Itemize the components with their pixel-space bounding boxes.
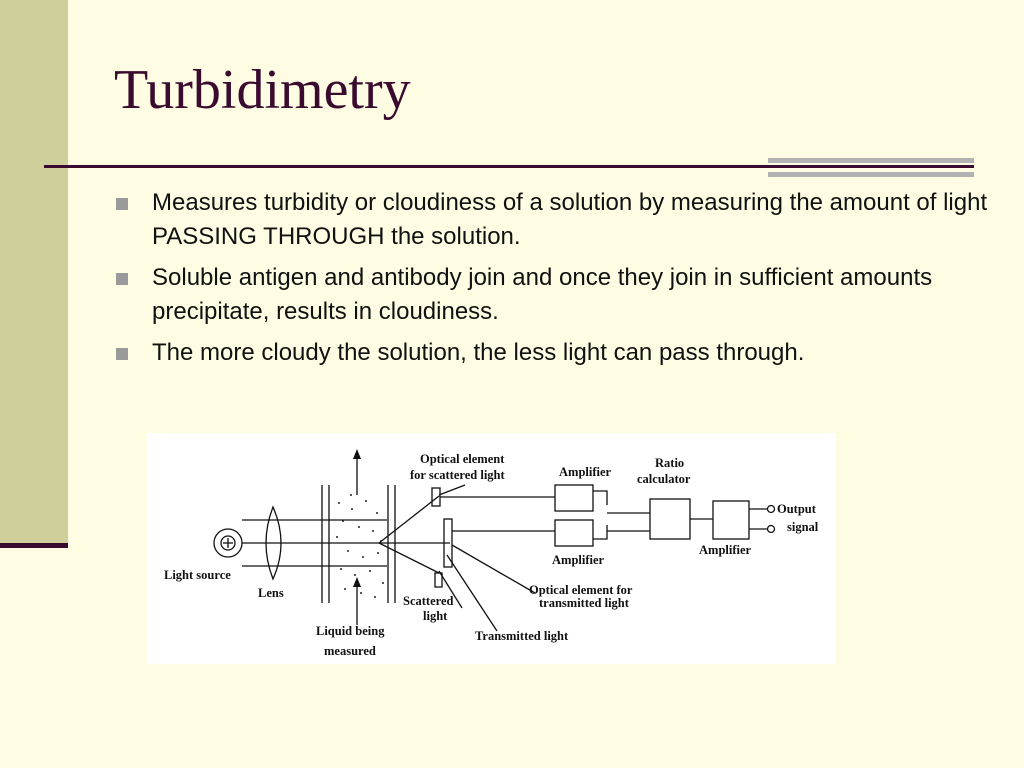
- slide-title: Turbidimetry: [114, 59, 411, 121]
- turbidimeter-diagram: Optical element for scattered light Ampl…: [147, 433, 836, 664]
- title-divider-accent-top: [768, 158, 974, 163]
- label-lens: Lens: [258, 586, 284, 600]
- left-band-rule: [0, 543, 68, 548]
- bullet-text: The more cloudy the solution, the less l…: [152, 339, 805, 366]
- label-scattered-1: Scattered: [403, 594, 453, 608]
- label-optical-scattered-2: for scattered light: [410, 468, 505, 482]
- bullet-item: Soluble antigen and antibody join and on…: [114, 261, 994, 329]
- square-bullet-icon: [116, 348, 128, 360]
- label-ratio-2: calculator: [637, 472, 691, 486]
- label-amplifier-top: Amplifier: [559, 465, 612, 479]
- turbidimeter-schematic: Optical element for scattered light Ampl…: [164, 449, 819, 658]
- label-light-source: Light source: [164, 568, 231, 582]
- label-scattered-2: light: [423, 609, 448, 623]
- bullet-list: Measures turbidity or cloudiness of a so…: [114, 186, 994, 377]
- suspended-particles: [336, 494, 384, 598]
- ratio-calculator-box: [649, 498, 691, 540]
- output-terminal-icon: [766, 504, 776, 514]
- cuvette-icon: [321, 485, 396, 603]
- square-bullet-icon: [116, 198, 128, 210]
- amplifier-top-box: [554, 484, 594, 512]
- output-terminal-icon: [766, 524, 776, 534]
- label-optical-transmitted-1: Optical element for: [529, 583, 633, 597]
- title-divider: [44, 165, 974, 168]
- label-output-2: signal: [787, 520, 819, 534]
- label-liquid-1: Liquid being: [316, 624, 385, 638]
- label-amplifier-right: Amplifier: [699, 543, 752, 557]
- left-accent-band: [0, 0, 68, 547]
- lens-icon: [265, 505, 282, 581]
- bullet-item: Measures turbidity or cloudiness of a so…: [114, 186, 994, 254]
- bullet-text: Measures turbidity or cloudiness of a so…: [152, 189, 988, 250]
- label-transmitted: Transmitted light: [475, 629, 569, 643]
- bullet-text: Soluble antigen and antibody join and on…: [152, 264, 933, 325]
- amplifier-bottom-box: [554, 519, 594, 547]
- label-optical-transmitted-2: transmitted light: [539, 596, 630, 610]
- bullet-item: The more cloudy the solution, the less l…: [114, 336, 994, 370]
- label-liquid-2: measured: [324, 644, 376, 658]
- label-amplifier-bottom: Amplifier: [552, 553, 605, 567]
- square-bullet-icon: [116, 273, 128, 285]
- amplifier-right-box: [712, 500, 750, 540]
- label-ratio-1: Ratio: [655, 456, 684, 470]
- light-source-icon: [213, 528, 243, 558]
- label-optical-scattered-1: Optical element: [420, 452, 505, 466]
- label-output-1: Output: [777, 502, 817, 516]
- title-divider-accent-bottom: [768, 172, 974, 177]
